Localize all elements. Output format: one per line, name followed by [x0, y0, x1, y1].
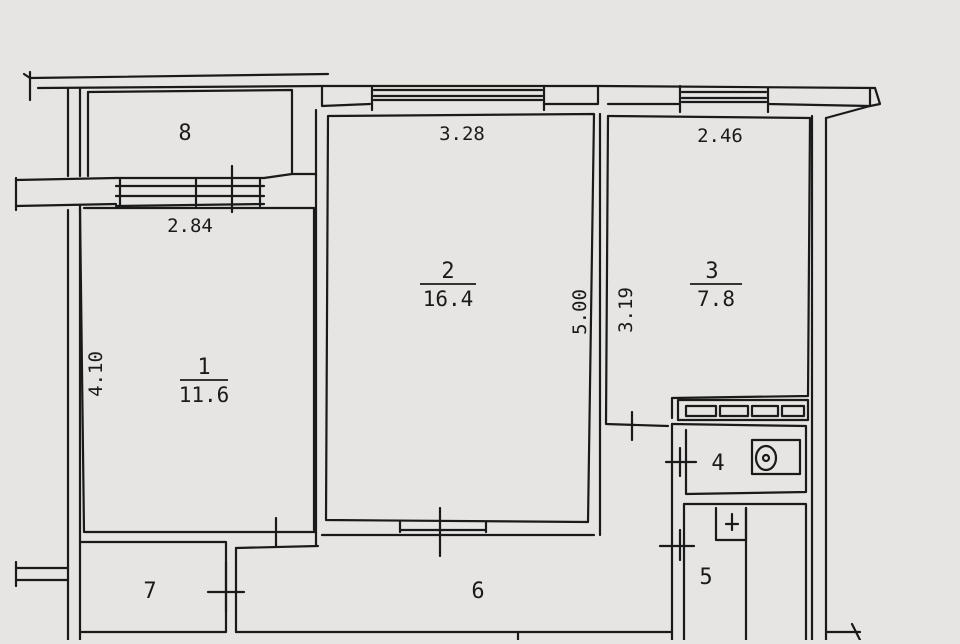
room-6-number: 6 [471, 579, 484, 604]
room-2-area: 16.4 [423, 287, 474, 311]
room-3-area: 7.8 [697, 287, 735, 311]
dim-room-3-length: 3.19 [615, 287, 637, 333]
room-6-7-walls [78, 540, 862, 642]
dim-room-2-length: 5.00 [569, 289, 591, 335]
room-5-walls [658, 502, 808, 642]
room-2-walls [274, 108, 602, 558]
room-3-number: 3 [705, 259, 718, 284]
window-room-3 [680, 90, 768, 104]
room-2-number: 2 [441, 259, 454, 284]
dim-room-1-length: 4.10 [85, 351, 107, 397]
vent-block [676, 398, 810, 422]
room-1-area: 11.6 [179, 383, 230, 407]
room-1-number: 1 [197, 355, 210, 380]
room-7-number: 7 [143, 579, 156, 604]
dim-room-3-width: 2.46 [697, 125, 743, 147]
room-5-number: 5 [699, 565, 712, 590]
toilet-icon [750, 438, 802, 476]
room-4-walls [664, 422, 808, 642]
room-4-number: 4 [711, 451, 724, 476]
room-8-number: 8 [178, 121, 191, 146]
dim-room-1-width: 2.84 [167, 215, 213, 237]
window-room-2 [372, 88, 544, 102]
room-3-walls [604, 114, 812, 442]
labels: 8 2.84 3.28 2.46 4.10 5.00 3.19 1 11.6 2… [85, 121, 743, 604]
dim-room-2-width: 3.28 [439, 123, 485, 145]
